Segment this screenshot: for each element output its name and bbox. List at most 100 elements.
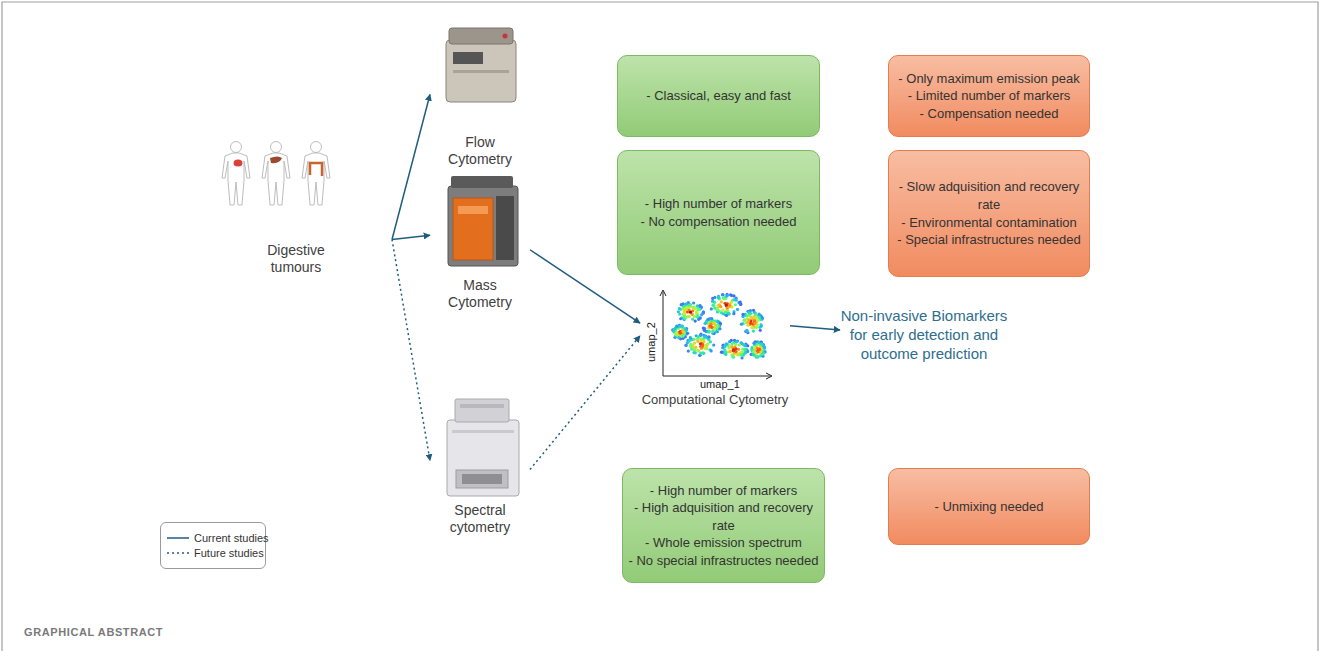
axis-label: umap_2: [645, 322, 657, 362]
umap-point: [758, 348, 761, 351]
node-text: Spectral cytometry: [439, 502, 521, 536]
umap-point: [743, 348, 746, 351]
umap-point: [681, 324, 684, 327]
umap-point: [746, 321, 749, 324]
umap-point: [681, 334, 684, 337]
umap-plot: [660, 290, 772, 379]
text-group: Flow Cytometry: [439, 134, 521, 168]
umap-point: [726, 294, 729, 297]
umap-point: [755, 326, 758, 329]
advantage-box: - High number of markers- High adquisiti…: [622, 468, 825, 583]
node-text: - Slow adquisition and recovery rate: [889, 178, 1089, 213]
umap-point: [702, 340, 705, 343]
umap-point: [740, 323, 743, 326]
umap-point: [724, 351, 727, 354]
text-group: - Slow adquisition and recovery rate- En…: [889, 178, 1089, 248]
umap-point: [735, 299, 738, 302]
umap-point: [681, 334, 684, 337]
umap-point: [685, 302, 688, 305]
text-group: - Classical, easy and fast: [646, 87, 791, 105]
node-text: Computational Cytometry: [642, 392, 789, 408]
umap-point: [712, 329, 715, 332]
umap-point: [731, 355, 734, 358]
umap-point: [735, 340, 738, 343]
umap-point: [690, 348, 693, 351]
umap-point: [696, 349, 699, 352]
umap-point: [725, 314, 728, 317]
umap-point: [684, 344, 687, 347]
umap-point: [675, 325, 678, 328]
umap-point: [711, 300, 714, 303]
text-group: Non-invasive Biomarkers for early detect…: [840, 307, 1008, 363]
umap-point: [728, 340, 731, 343]
tumour-group: Digestive tumours: [200, 130, 392, 280]
umap-point: [717, 296, 720, 299]
legend-text: Future studies: [194, 547, 264, 559]
umap-point: [710, 349, 713, 352]
umap-point: [699, 351, 702, 354]
umap-point: [729, 293, 732, 296]
umap-point: [699, 339, 702, 342]
umap-point: [698, 304, 701, 307]
node-text: Digestive tumours: [255, 242, 337, 276]
umap-point: [719, 322, 722, 325]
umap-point: [703, 329, 706, 332]
umap-point: [700, 313, 703, 316]
outcome-text: Non-invasive Biomarkers for early detect…: [840, 298, 1008, 372]
umap-point: [738, 343, 741, 346]
node-text: - High number of markers: [640, 195, 796, 213]
umap-point: [712, 304, 715, 307]
umap-point: [706, 342, 709, 345]
figure-caption-tag: GRAPHICAL ABSTRACT: [24, 626, 163, 638]
text-group: Mass Cytometry: [439, 277, 521, 311]
umap-point: [695, 310, 698, 313]
text-group: Computational Cytometry: [642, 392, 789, 408]
umap-point: [760, 342, 763, 345]
umap-point: [686, 310, 689, 313]
umap-point: [703, 329, 706, 332]
liver: [270, 157, 282, 164]
connector-arrow: [392, 94, 430, 239]
umap-point: [759, 329, 762, 332]
umap-point: [707, 330, 710, 333]
node-text: - Limited number of markers: [898, 87, 1079, 105]
umap-point: [725, 303, 728, 306]
umap-point: [685, 328, 688, 331]
legend-line-sample: [167, 534, 189, 542]
node-text: - Compensation needed: [898, 105, 1079, 123]
umap-point: [692, 351, 695, 354]
umap-point: [696, 315, 699, 318]
umap-point: [687, 349, 690, 352]
umap-point: [693, 307, 696, 310]
umap-point: [695, 311, 698, 314]
umap-point: [732, 294, 735, 297]
umap-point: [756, 355, 759, 358]
umap-point: [756, 319, 759, 322]
connector-arrow: [392, 240, 430, 461]
umap-point: [698, 304, 701, 307]
umap-point: [743, 318, 746, 321]
human-figures: [222, 142, 330, 206]
legend: Current studiesFuture studies: [160, 522, 266, 569]
node-text: - Classical, easy and fast: [646, 87, 791, 105]
umap-point: [696, 340, 699, 343]
umap-point: [734, 347, 737, 350]
limitation-box: - Unmixing needed: [888, 468, 1090, 545]
umap-point: [718, 309, 721, 312]
umap-point: [708, 330, 711, 333]
umap-point: [728, 303, 731, 306]
connector-arrow: [530, 336, 640, 470]
umap-point: [761, 316, 764, 319]
umap-point: [753, 322, 756, 325]
umap-point: [703, 335, 706, 338]
umap-point: [745, 329, 748, 332]
limitation-box: - Only maximum emission peak- Limited nu…: [888, 55, 1090, 137]
mass-cytometer: [448, 176, 518, 266]
umap-point: [736, 308, 739, 311]
umap-point: [730, 342, 733, 345]
text-group: Spectral cytometry: [439, 502, 521, 536]
legend-line: [167, 537, 189, 539]
umap-point: [717, 297, 720, 300]
legend-entry: Future studies: [167, 547, 259, 559]
umap-point: [711, 330, 714, 333]
